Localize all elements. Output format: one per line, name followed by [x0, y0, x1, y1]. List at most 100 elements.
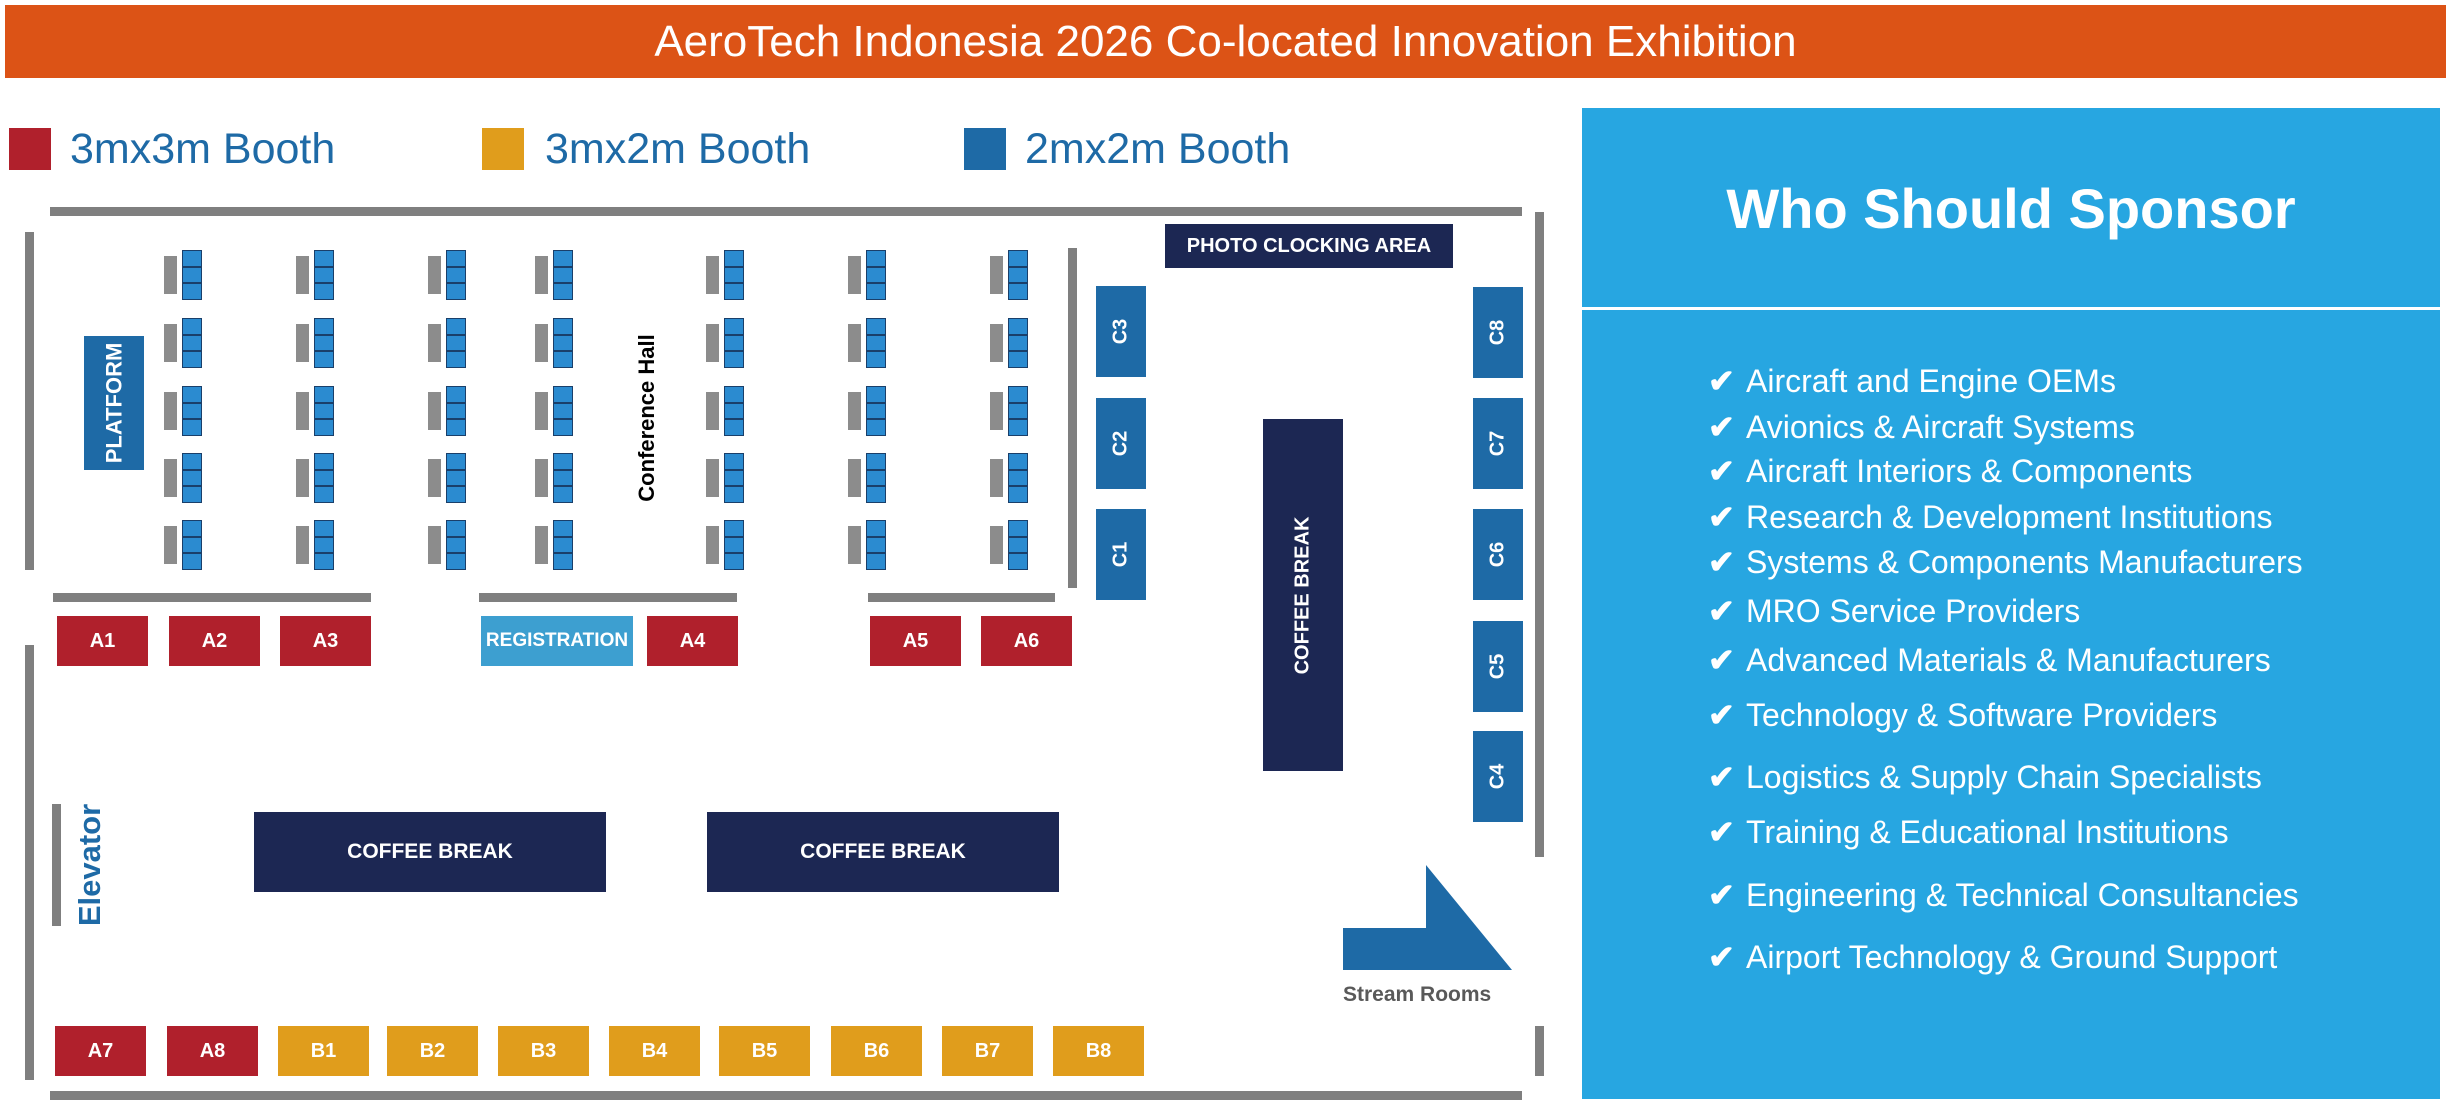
- conference-chair: [848, 324, 861, 362]
- conference-desk: [182, 318, 202, 368]
- booth-b2[interactable]: B2: [387, 1026, 478, 1076]
- wall-conference-bottom-2: [479, 593, 737, 602]
- booth-a8[interactable]: A8: [167, 1026, 258, 1076]
- sponsor-list-item: ✔Logistics & Supply Chain Specialists: [1708, 758, 2262, 796]
- conference-desk: [1008, 520, 1028, 570]
- booth-a2[interactable]: A2: [169, 616, 260, 666]
- elevator-label: Elevator: [72, 803, 107, 927]
- sponsor-list-item: ✔Aircraft Interiors & Components: [1708, 452, 2192, 490]
- wall-right-upper: [1535, 212, 1544, 857]
- booth-c3[interactable]: C3: [1096, 286, 1146, 377]
- booth-b4[interactable]: B4: [609, 1026, 700, 1076]
- conference-chair: [990, 459, 1003, 497]
- conference-desk: [866, 386, 886, 436]
- conference-desk: [182, 250, 202, 300]
- conference-desk: [182, 453, 202, 503]
- sponsor-list-item: ✔Airport Technology & Ground Support: [1708, 938, 2277, 976]
- check-icon: ✔: [1708, 697, 1735, 733]
- conference-desk: [553, 386, 573, 436]
- sponsor-item-label: Training & Educational Institutions: [1746, 813, 2229, 850]
- sponsor-list-item: ✔Technology & Software Providers: [1708, 696, 2217, 734]
- conference-desk: [1008, 386, 1028, 436]
- conference-chair: [428, 392, 441, 430]
- booth-b6[interactable]: B6: [831, 1026, 922, 1076]
- conference-desk: [1008, 453, 1028, 503]
- legend-label-3x3: 3mx3m Booth: [70, 125, 336, 173]
- conference-chair: [296, 392, 309, 430]
- booth-a3[interactable]: A3: [280, 616, 371, 666]
- wall-bottom: [50, 1091, 1522, 1100]
- wall-left-upper: [25, 232, 34, 570]
- page-title: AeroTech Indonesia 2026 Co-located Innov…: [654, 16, 1797, 66]
- booth-b5[interactable]: B5: [719, 1026, 810, 1076]
- booth-b8[interactable]: B8: [1053, 1026, 1144, 1076]
- conference-desk: [724, 250, 744, 300]
- check-icon: ✔: [1708, 544, 1735, 580]
- conference-chair: [164, 324, 177, 362]
- booth-c1[interactable]: C1: [1096, 509, 1146, 600]
- wall-elevator: [52, 804, 61, 926]
- check-icon: ✔: [1708, 453, 1735, 489]
- booth-b7[interactable]: B7: [942, 1026, 1033, 1076]
- conference-chair: [848, 392, 861, 430]
- sponsor-item-label: Logistics & Supply Chain Specialists: [1746, 758, 2262, 795]
- conference-desk: [314, 386, 334, 436]
- conference-desk: [553, 250, 573, 300]
- booth-c8[interactable]: C8: [1473, 287, 1523, 378]
- conference-desk: [314, 318, 334, 368]
- platform: PLATFORM: [84, 336, 144, 470]
- sponsor-list-item: ✔MRO Service Providers: [1708, 592, 2080, 630]
- legend-label-3x2: 3mx2m Booth: [545, 125, 811, 173]
- booth-c2[interactable]: C2: [1096, 398, 1146, 489]
- booth-b1[interactable]: B1: [278, 1026, 369, 1076]
- conference-chair: [535, 256, 548, 294]
- check-icon: ✔: [1708, 409, 1735, 445]
- booth-a6[interactable]: A6: [981, 616, 1072, 666]
- booth-c4[interactable]: C4: [1473, 731, 1523, 822]
- booth-c5[interactable]: C5: [1473, 621, 1523, 712]
- conference-chair: [990, 392, 1003, 430]
- legend-swatch-3x2: [482, 128, 524, 170]
- sponsor-item-label: Engineering & Technical Consultancies: [1746, 876, 2299, 913]
- check-icon: ✔: [1708, 499, 1735, 535]
- sponsor-list-item: ✔ Training & Educational Institutions: [1708, 813, 2229, 851]
- check-icon: ✔: [1708, 363, 1735, 399]
- conference-chair: [535, 526, 548, 564]
- registration-desk: REGISTRATION: [481, 616, 633, 666]
- conference-chair: [296, 459, 309, 497]
- booth-a1[interactable]: A1: [57, 616, 148, 666]
- check-icon: ✔: [1708, 593, 1735, 629]
- booth-a7[interactable]: A7: [55, 1026, 146, 1076]
- booth-a4[interactable]: A4: [647, 616, 738, 666]
- booth-c6[interactable]: C6: [1473, 509, 1523, 600]
- page-title-banner: AeroTech Indonesia 2026 Co-located Innov…: [5, 5, 2446, 78]
- sponsor-list-item: ✔Avionics & Aircraft Systems: [1708, 408, 2135, 446]
- conference-desk: [724, 318, 744, 368]
- sponsor-list-item: ✔ Aircraft and Engine OEMs: [1708, 362, 2116, 400]
- check-icon: ✔: [1708, 877, 1735, 913]
- conference-desk: [314, 250, 334, 300]
- check-icon: ✔: [1708, 642, 1735, 678]
- sponsor-item-label: Aircraft and Engine OEMs: [1746, 362, 2116, 399]
- sponsor-list-item: ✔Advanced Materials & Manufacturers: [1708, 641, 2271, 679]
- check-icon: ✔: [1708, 814, 1735, 850]
- sponsor-item-label: Systems & Components Manufacturers: [1746, 543, 2303, 580]
- conference-chair: [706, 459, 719, 497]
- booth-b3[interactable]: B3: [498, 1026, 589, 1076]
- conference-chair: [164, 256, 177, 294]
- conference-desk: [1008, 318, 1028, 368]
- conference-chair: [706, 324, 719, 362]
- coffee-break-left: COFFEE BREAK: [254, 812, 606, 892]
- conference-chair: [848, 256, 861, 294]
- conference-chair: [706, 392, 719, 430]
- conference-desk: [724, 386, 744, 436]
- conference-chair: [428, 459, 441, 497]
- conference-chair: [428, 324, 441, 362]
- check-icon: ✔: [1708, 939, 1735, 975]
- booth-c7[interactable]: C7: [1473, 398, 1523, 489]
- conference-desk: [866, 318, 886, 368]
- booth-a5[interactable]: A5: [870, 616, 961, 666]
- coffee-break-vertical: COFFEE BREAK: [1263, 419, 1343, 771]
- wall-left-lower: [25, 645, 34, 1080]
- conference-desk: [314, 520, 334, 570]
